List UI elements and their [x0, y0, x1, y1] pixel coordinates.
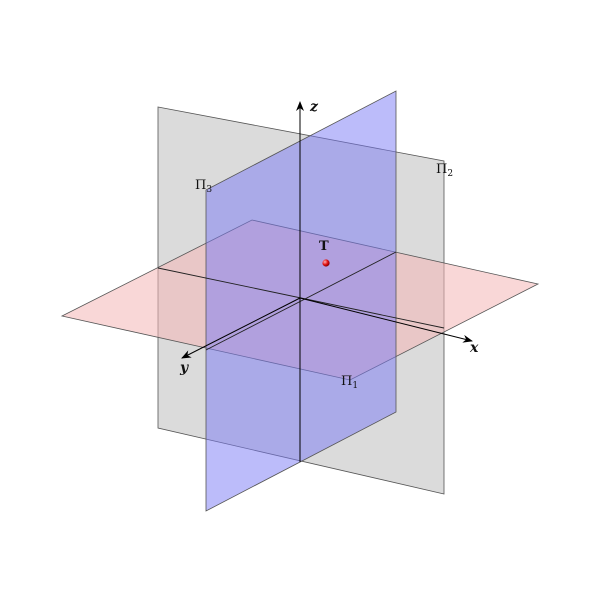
- intersection-line-y: [205, 251, 397, 351]
- x-axis-label: x: [469, 340, 479, 356]
- y-axis: [181, 297, 301, 359]
- plane-pi1-label: Π1: [341, 374, 358, 391]
- y-axis-label: y: [179, 360, 189, 376]
- plane-pi2-label: Π2: [436, 162, 453, 179]
- plane-pi3-label: Π3: [195, 178, 212, 195]
- z-axis-label: z: [309, 99, 319, 115]
- point-t: [322, 259, 330, 267]
- x-axis: [299, 297, 473, 343]
- point-t-label: T: [319, 239, 329, 254]
